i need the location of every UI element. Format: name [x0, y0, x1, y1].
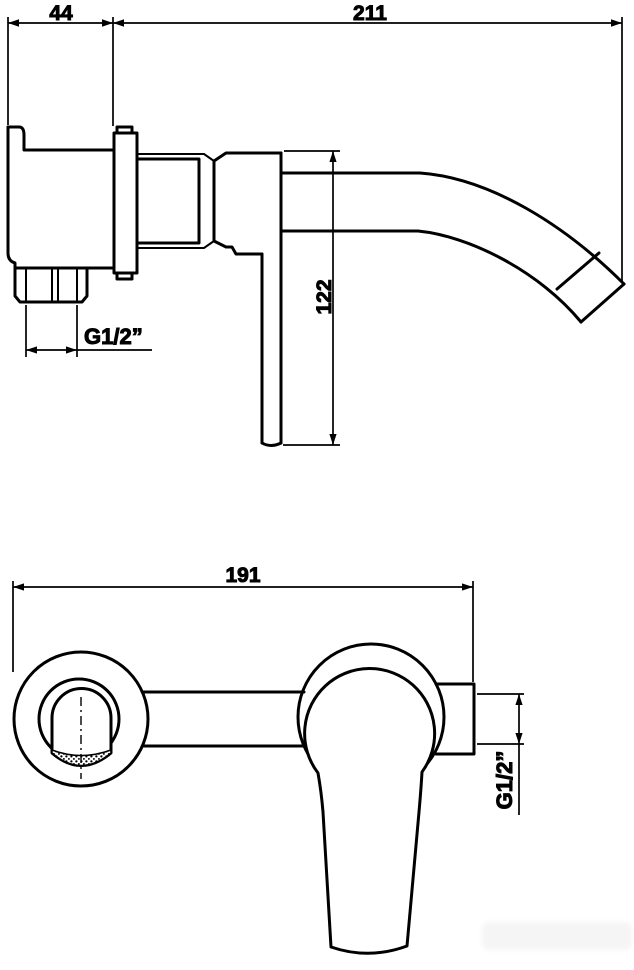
wall-flange-top-tab	[115, 125, 134, 135]
dim-label-fitting-thread: G1/2”	[492, 751, 517, 810]
handle-hub-outline	[212, 151, 283, 256]
wall-flange	[112, 131, 139, 275]
spout-aerator-joint-line	[555, 251, 601, 291]
handle-lever-side	[260, 252, 283, 447]
wall-flange-bottom-tab	[115, 271, 134, 281]
dim-label-inlet-thread: G1/2”	[84, 324, 143, 349]
inlet-fitting	[434, 682, 476, 756]
spout-top-edge	[279, 171, 626, 286]
watermark-smudge	[482, 922, 632, 950]
dim-label-projection: 211	[353, 2, 387, 25]
dim-arrow	[13, 583, 24, 591]
handle-front-outline	[303, 667, 437, 955]
inlet-thread-lines	[25, 267, 78, 303]
dim-label-width: 191	[225, 564, 260, 587]
dim-label-depth: 44	[49, 2, 73, 25]
spout-tip-face	[579, 282, 626, 324]
dim-arrow	[329, 434, 337, 445]
dim-arrow	[26, 346, 37, 354]
valve-body-left-edge	[6, 125, 17, 270]
spout-escutcheon-outer	[12, 650, 150, 788]
sleeve-shell-bottom	[136, 240, 215, 249]
dim-label-drop: 122	[313, 279, 336, 314]
dim-arrow	[102, 19, 113, 27]
dim-arrow	[8, 19, 19, 27]
dim-arrow	[113, 19, 124, 27]
front-view: 191 G1/2”	[12, 564, 524, 955]
valve-body-top-edge	[6, 125, 116, 152]
cartridge-sleeve	[135, 157, 201, 245]
side-view: 44 211 122 G1/2”	[6, 2, 626, 447]
dim-arrow	[462, 583, 473, 591]
dim-arrow	[66, 346, 77, 354]
dim-arrow	[329, 151, 337, 162]
sleeve-shell-top	[136, 153, 215, 162]
connecting-bar	[141, 690, 306, 748]
dim-arrow	[611, 19, 622, 27]
spout-bottom-edge	[279, 229, 583, 324]
dim-arrow	[515, 694, 523, 705]
dim-arrow	[515, 733, 523, 744]
